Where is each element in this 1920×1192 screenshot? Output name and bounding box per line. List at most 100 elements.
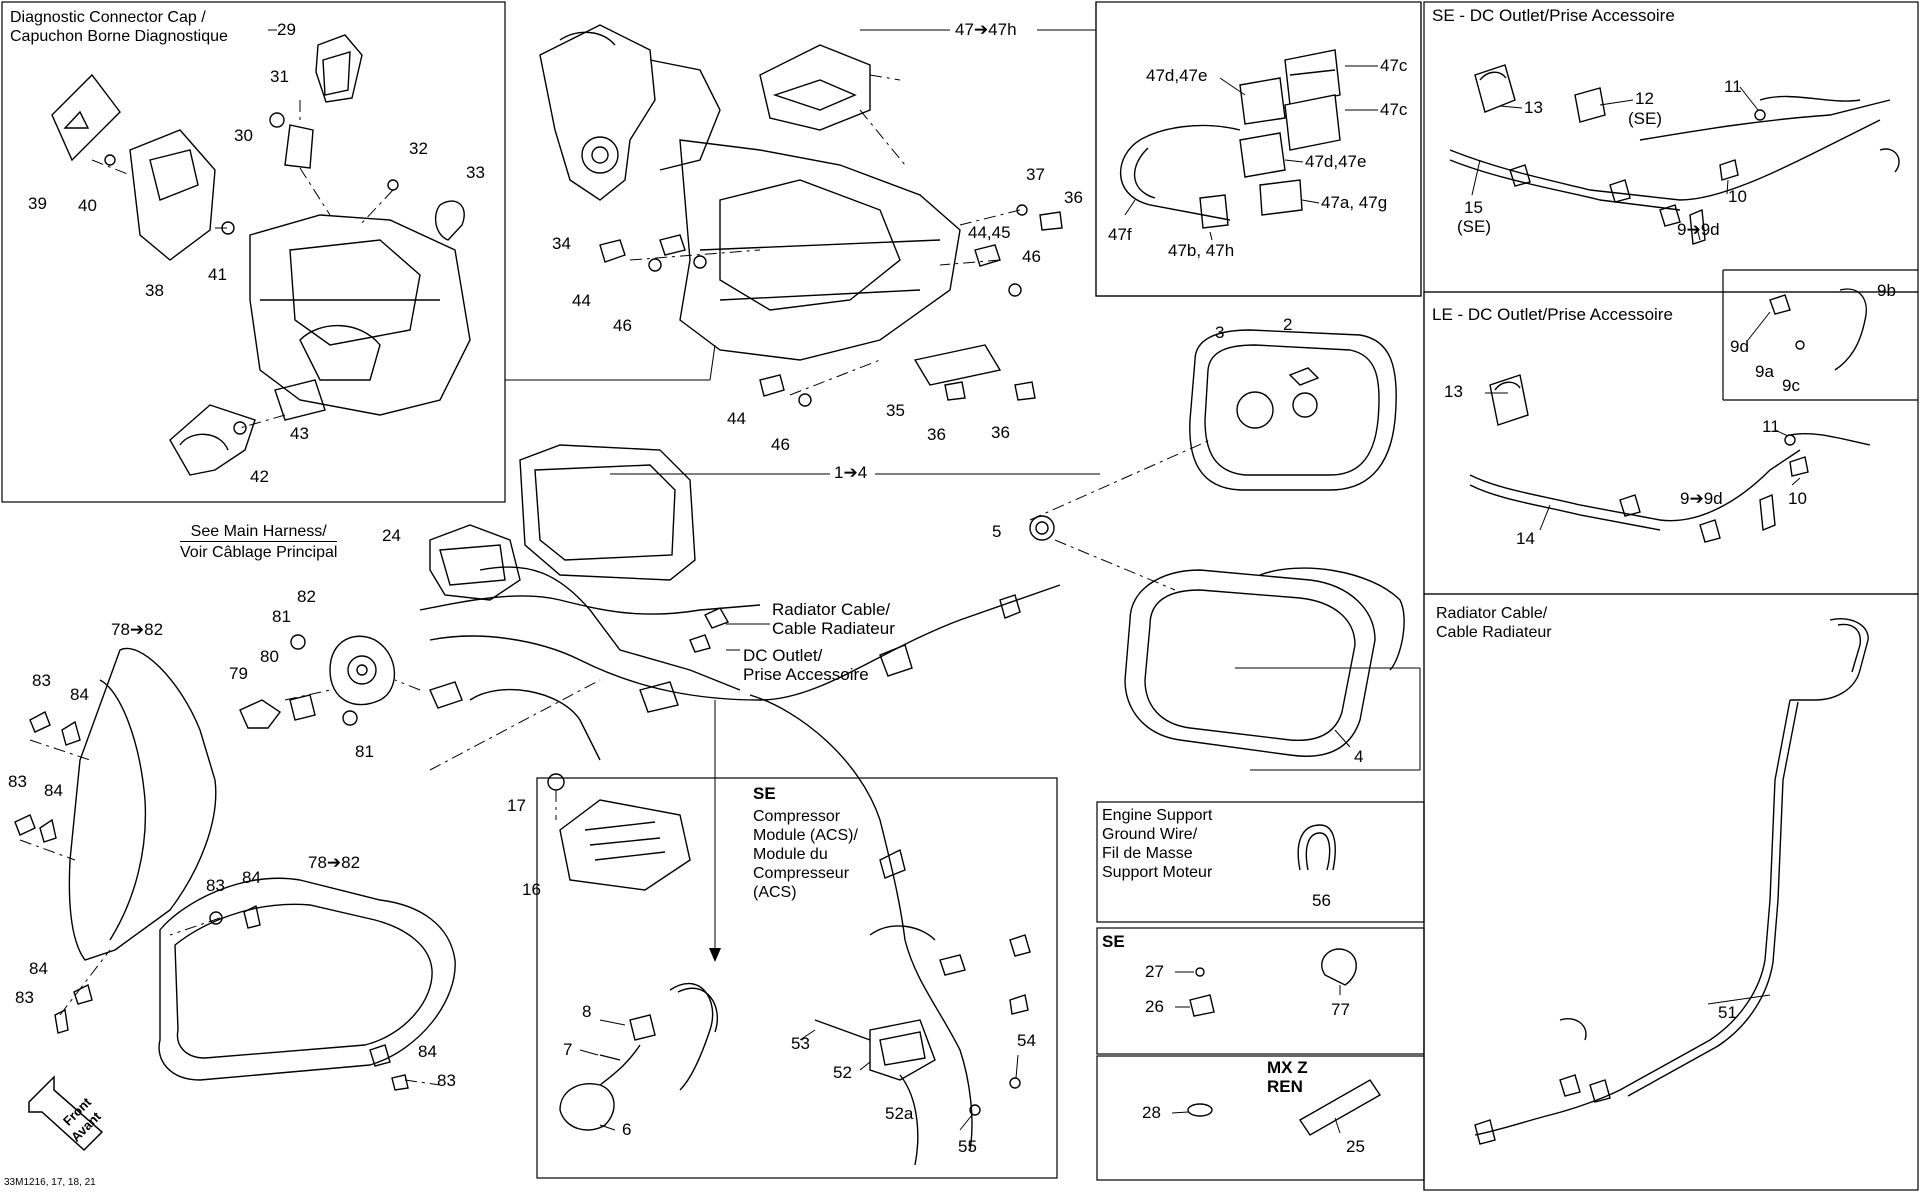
part-52a xyxy=(899,1074,919,1166)
part-56 xyxy=(1297,824,1336,871)
part-82 xyxy=(329,635,396,706)
callout-c39: 39 xyxy=(28,194,47,213)
part-40 xyxy=(104,154,116,166)
part-34 xyxy=(539,24,656,201)
part-47ag xyxy=(1259,179,1303,216)
part-46a xyxy=(648,258,662,272)
part-43 xyxy=(274,379,326,421)
part-83e xyxy=(391,1074,409,1091)
part-54 xyxy=(1009,1077,1021,1089)
callout-c16: 16 xyxy=(522,880,541,899)
callout-c9d: 9d xyxy=(1730,337,1749,356)
part-37 xyxy=(1016,204,1028,216)
diagram-reference: 33M1216, 17, 18, 21 xyxy=(4,1177,96,1188)
callout-c83e: 83 xyxy=(437,1071,456,1090)
callout-c46b: 46 xyxy=(613,316,632,335)
part-46b xyxy=(1008,283,1022,297)
callout-c84b: 84 xyxy=(44,781,63,800)
callout-c32: 32 xyxy=(409,139,428,158)
callout-c83a: 83 xyxy=(32,671,51,690)
part-17 xyxy=(547,773,565,791)
part-8 xyxy=(629,1014,656,1041)
radiator-cable-parts xyxy=(1474,618,1869,1145)
callout-c11a: 11 xyxy=(1724,77,1742,96)
relay-parts xyxy=(1119,49,1378,241)
callout-c29: 29 xyxy=(277,20,296,39)
callout-c37: 37 xyxy=(1026,165,1045,184)
callout-c81a: 81 xyxy=(272,607,291,626)
part-51 xyxy=(1790,618,1869,701)
part-81a xyxy=(290,634,306,650)
part-29 xyxy=(315,34,363,103)
se-dc-outlet-title: SE - DC Outlet/Prise Accessoire xyxy=(1432,6,1675,25)
part-83d xyxy=(54,1008,69,1034)
callout-c27: 27 xyxy=(1145,962,1164,981)
callout-c3: 3 xyxy=(1215,323,1225,342)
part-11a xyxy=(1754,109,1766,121)
upper-bracket-parts xyxy=(539,24,1063,407)
part-12 xyxy=(1574,87,1606,123)
callout-c1-4: 1➔4 xyxy=(834,463,868,482)
part-27 xyxy=(1195,967,1205,977)
part-84c xyxy=(243,904,261,929)
se-small-tag: SE xyxy=(1102,932,1125,951)
part-52 xyxy=(869,1019,936,1081)
callout-c10b: 10 xyxy=(1788,489,1807,508)
callout-c13b: 13 xyxy=(1444,382,1463,401)
diagnostic-cap-frame xyxy=(1,1,506,503)
part-10b xyxy=(1789,456,1809,477)
callout-c30: 30 xyxy=(234,126,253,145)
part-11b xyxy=(1784,434,1796,446)
part-36b xyxy=(944,381,966,401)
callout-c79: 79 xyxy=(229,664,248,683)
part-44b xyxy=(759,374,785,397)
callout-c84e: 84 xyxy=(418,1042,437,1061)
radiator-cable-ref: Radiator Cable/ Cable Radiateur xyxy=(772,600,895,638)
callout-c15se: (SE) xyxy=(1457,217,1491,236)
small-box-parts xyxy=(1171,824,1381,1136)
part-3 xyxy=(1189,329,1397,491)
callout-c77: 77 xyxy=(1331,1000,1350,1019)
le-dc-outlet-parts xyxy=(1469,288,1875,543)
callout-c46c: 46 xyxy=(771,435,790,454)
callout-c15: 15 xyxy=(1464,198,1483,217)
engine-support-note: Engine Support Ground Wire/ Fil de Masse… xyxy=(1102,807,1213,881)
part-5 xyxy=(1029,515,1055,541)
callout-c9c: 9c xyxy=(1782,376,1800,395)
callout-c9b: 9b xyxy=(1877,281,1896,300)
callout-c42: 42 xyxy=(250,467,269,486)
callout-c47-47h: 47➔47h xyxy=(955,20,1017,39)
callout-c9-9d-b: 9➔9d xyxy=(1680,489,1723,508)
callout-c41: 41 xyxy=(208,265,227,284)
part-28 xyxy=(1187,1103,1213,1117)
callout-c84a: 84 xyxy=(70,685,89,704)
part-9a xyxy=(1689,208,1706,245)
callout-c36a: 36 xyxy=(1064,188,1083,207)
callout-c25: 25 xyxy=(1346,1137,1365,1156)
compressor-module-note: Compressor Module (ACS)/ Module du Compr… xyxy=(753,808,858,901)
callout-c9a: 9a xyxy=(1755,362,1774,381)
part-47de-a xyxy=(1239,77,1286,125)
part-38 xyxy=(129,129,216,261)
callout-c44a: 44 xyxy=(572,291,591,310)
part-16 xyxy=(559,799,691,891)
part-1-4 xyxy=(519,444,696,581)
dc-outlet-ref: DC Outlet/ Prise Accessoire xyxy=(743,646,869,684)
part-81b xyxy=(342,710,358,726)
callout-c84d: 84 xyxy=(29,959,48,978)
front-arrow-icon xyxy=(28,1075,104,1152)
le-dc-outlet-frame xyxy=(1423,291,1919,595)
part-4 xyxy=(1124,569,1376,757)
part-33 xyxy=(434,200,465,241)
callout-c17: 17 xyxy=(507,796,526,815)
part-47bh xyxy=(1199,194,1229,229)
callout-c12se: (SE) xyxy=(1628,109,1662,128)
part-53 xyxy=(814,1019,871,1041)
part-31 xyxy=(269,112,285,128)
callout-c8: 8 xyxy=(582,1002,592,1021)
part-13b xyxy=(1489,374,1529,426)
part-36a xyxy=(1039,211,1063,231)
diagnostic-cap-title: Diagnostic Connector Cap / Capuchon Born… xyxy=(10,9,228,45)
callout-c47c-a: 47c xyxy=(1380,56,1408,75)
part-77 xyxy=(1321,948,1357,986)
